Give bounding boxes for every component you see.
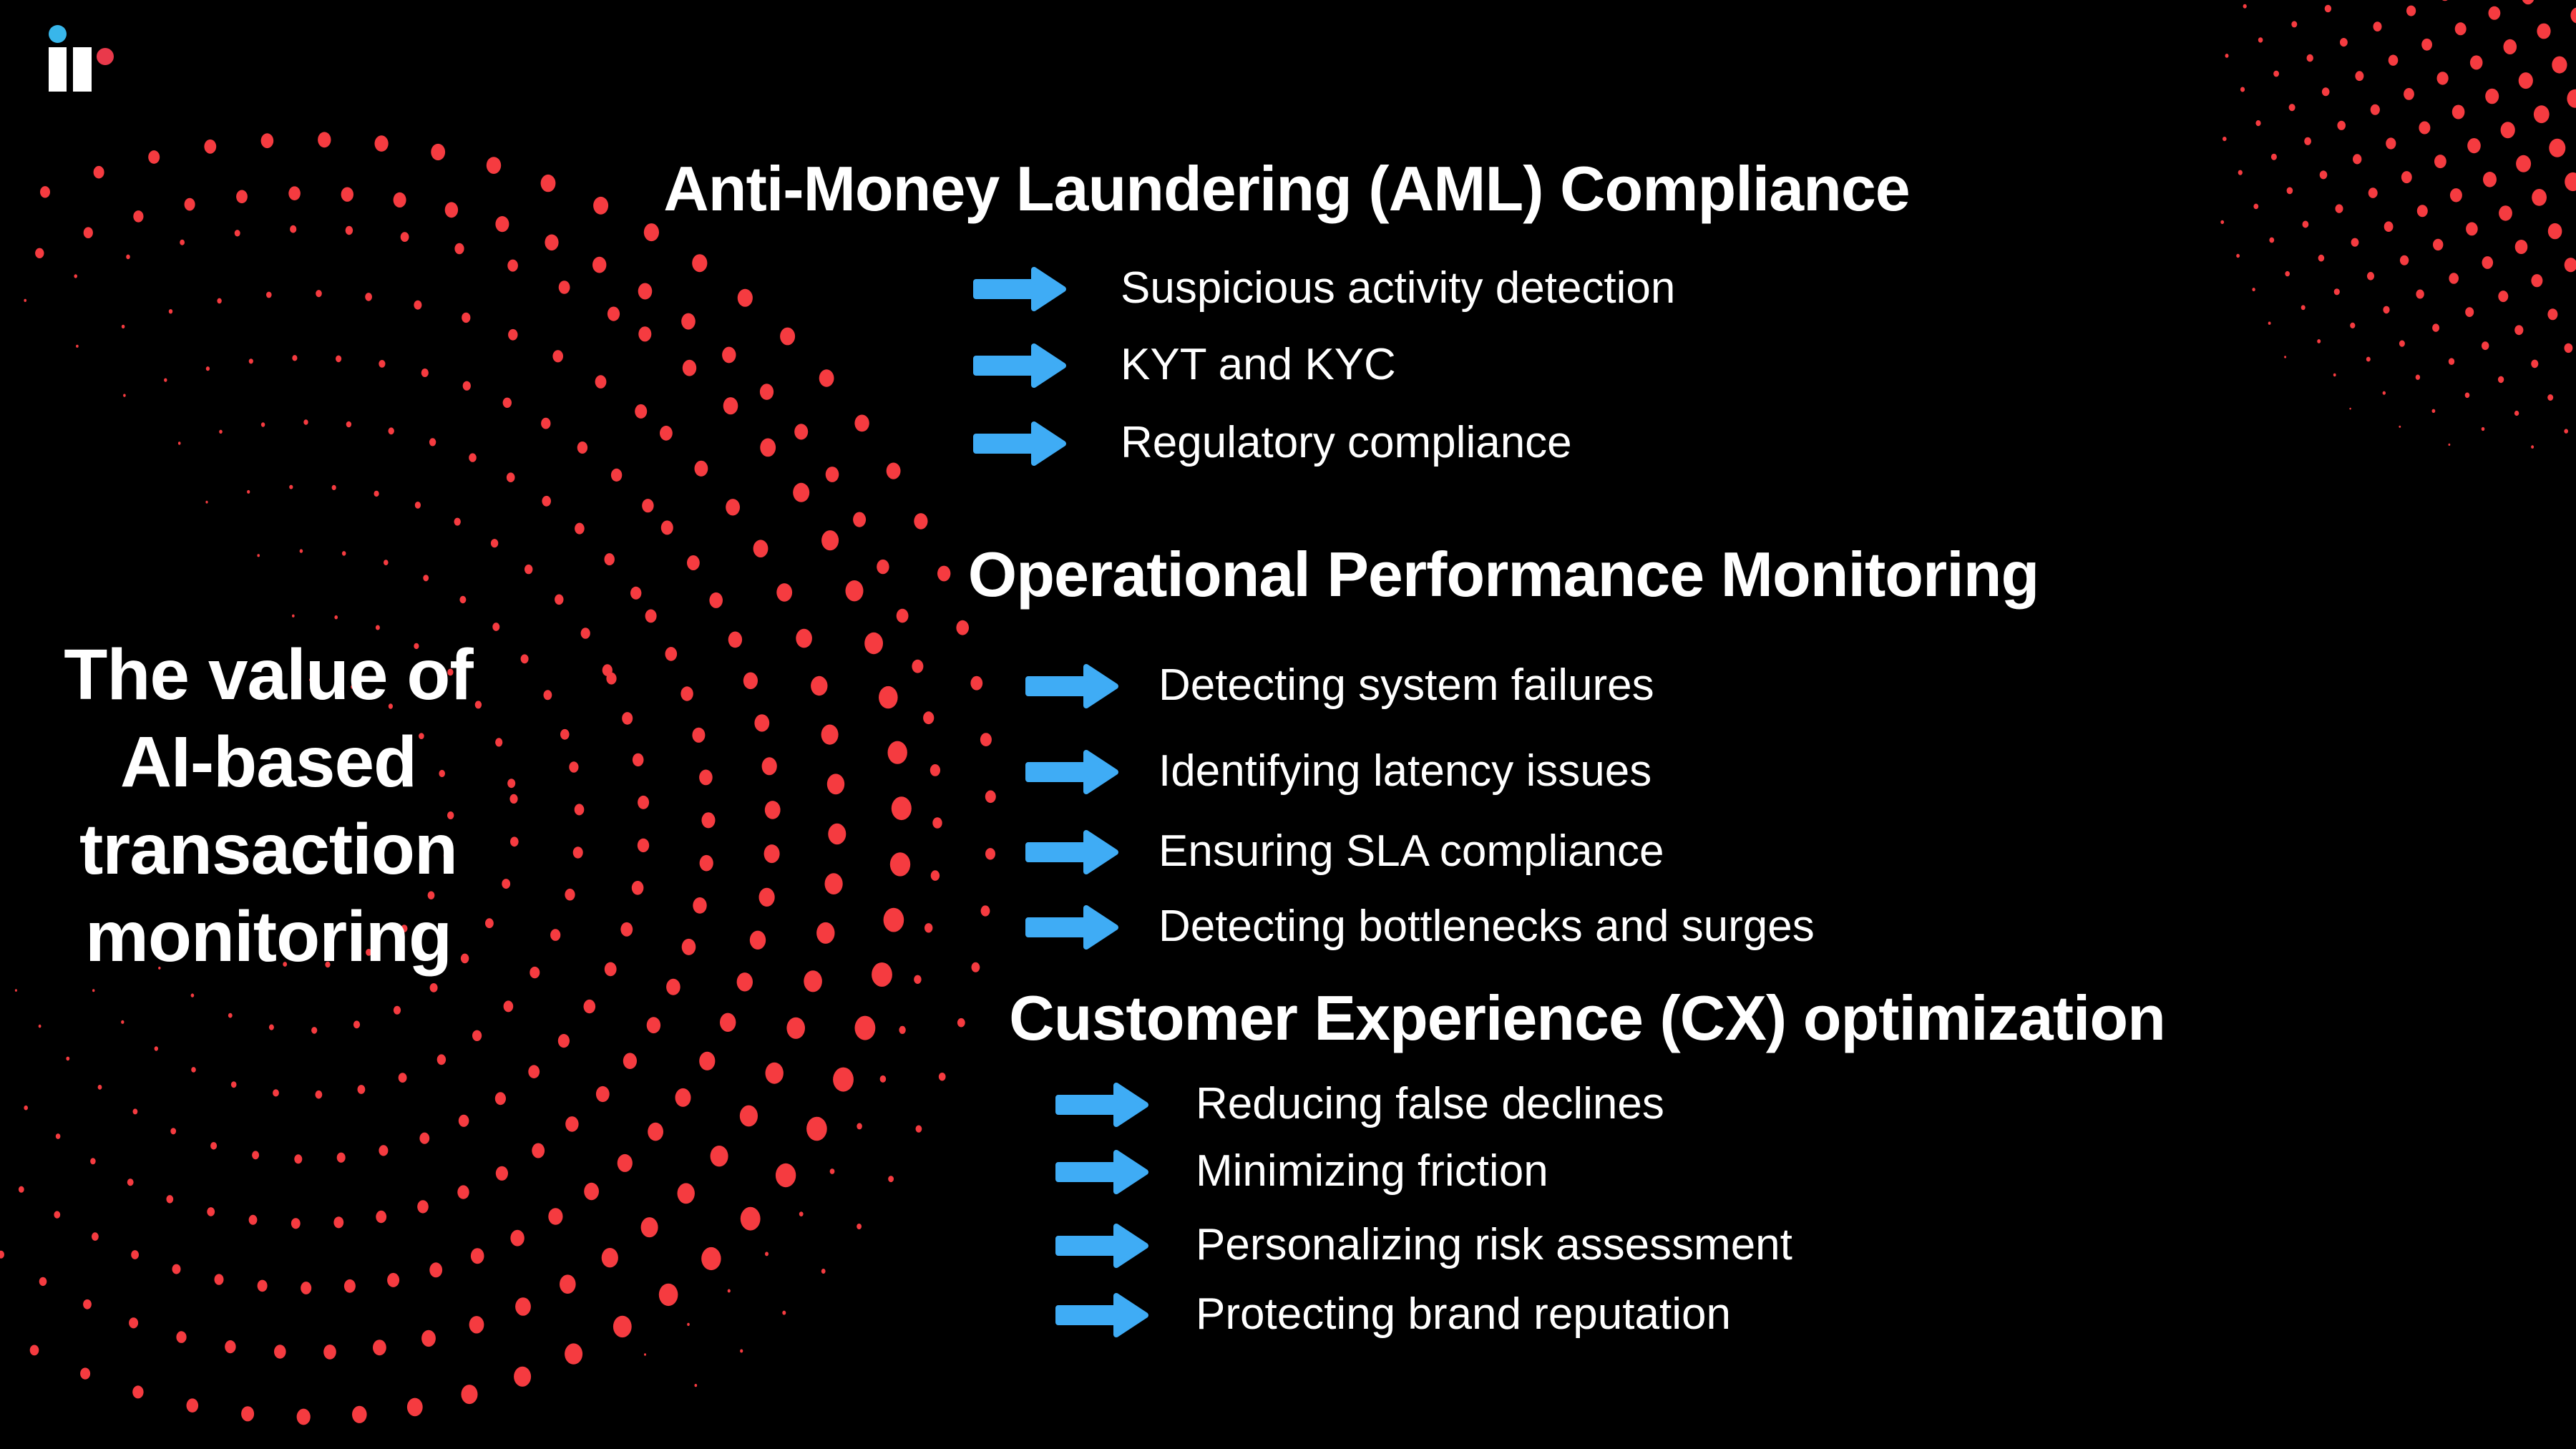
bullet-text: Ensuring SLA compliance: [1158, 826, 1664, 877]
bullet-text: Detecting bottlenecks and surges: [1158, 902, 1815, 952]
arrow-right-icon: [1022, 902, 1122, 953]
slide-title-line: transaction: [79, 809, 458, 889]
logo-bar-left: [49, 47, 67, 92]
bullet-text: Protecting brand reputation: [1196, 1289, 1731, 1340]
slide-title-line: The value of: [64, 635, 473, 715]
arrow-right-icon: [970, 340, 1070, 391]
section-heading: Customer Experience (CX) optimization: [1009, 982, 2166, 1053]
slide-title-line: monitoring: [84, 897, 452, 977]
section-heading: Anti-Money Laundering (AML) Compliance: [663, 153, 1911, 224]
arrow-right-icon: [1052, 1220, 1152, 1272]
bullet-text: KYT and KYC: [1121, 340, 1396, 390]
bullet-text: Reducing false declines: [1196, 1079, 1664, 1129]
slide-title-line: AI-based: [119, 722, 417, 802]
arrow-right-icon: [1052, 1289, 1152, 1341]
arrow-right-icon: [970, 418, 1070, 469]
section-heading: Operational Performance Monitoring: [967, 539, 2039, 610]
bullet-text: Regulatory compliance: [1121, 418, 1572, 468]
ir-logo: [0, 0, 143, 114]
arrow-right-icon: [1052, 1146, 1152, 1198]
logo-red-dot: [97, 48, 114, 65]
logo-blue-dot: [49, 25, 67, 43]
bullet-text: Suspicious activity detection: [1121, 263, 1676, 313]
bullet-text: Personalizing risk assessment: [1196, 1220, 1792, 1270]
arrow-right-icon: [1022, 826, 1122, 878]
bullet-text: Detecting system failures: [1158, 660, 1654, 711]
arrow-right-icon: [1022, 746, 1122, 798]
bullet-text: Minimizing friction: [1196, 1146, 1548, 1196]
arrow-right-icon: [970, 263, 1070, 315]
logo-bar-right: [73, 47, 92, 92]
arrow-right-icon: [1052, 1079, 1152, 1131]
arrow-right-icon: [1022, 660, 1122, 712]
bullet-text: Identifying latency issues: [1158, 746, 1652, 796]
